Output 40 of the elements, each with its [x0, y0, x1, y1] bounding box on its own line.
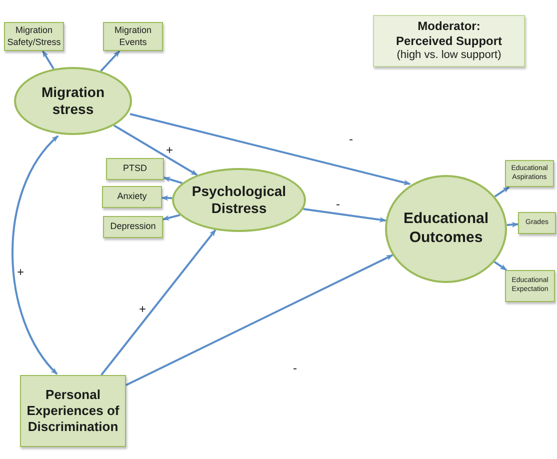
indicator-box — [505, 270, 555, 302]
arrow — [42, 50, 54, 70]
arrow — [303, 208, 386, 222]
node-title: Depression — [109, 221, 157, 233]
node-title: Psychological Distress — [190, 182, 288, 218]
arrow — [494, 186, 510, 198]
edge-label: + — [16, 266, 26, 278]
edge-label: + — [165, 144, 174, 156]
arrow — [12, 135, 59, 375]
arrow — [130, 113, 411, 186]
indicator-box — [102, 186, 162, 208]
node-title: Migration stress — [40, 84, 106, 118]
construct-box — [20, 375, 126, 447]
arrow — [100, 229, 216, 376]
edge-label: - — [292, 362, 298, 374]
arrow — [126, 254, 394, 386]
node-subtitle: (high vs. low support) — [396, 49, 502, 63]
indicator-box — [103, 22, 163, 51]
arrow — [494, 261, 507, 271]
edge-label: - — [335, 198, 341, 210]
node-title: Personal Experiences of Discrimination — [26, 386, 120, 436]
arrow — [161, 195, 172, 201]
moderator-box — [373, 15, 525, 67]
indicator-box — [505, 160, 554, 187]
indicator-box — [106, 158, 164, 180]
node-title: Migration Events — [113, 25, 152, 48]
arrow — [162, 214, 180, 221]
indicator-box — [518, 212, 556, 234]
edge-label: - — [348, 133, 354, 145]
arrow — [113, 124, 198, 176]
arrow — [100, 50, 120, 72]
arrow — [163, 176, 182, 184]
node-title: Migration Safety/Stress — [6, 25, 62, 48]
node-title: Anxiety — [116, 191, 148, 203]
edge-label: + — [138, 303, 148, 315]
arrow — [506, 222, 519, 228]
indicator-box — [103, 216, 163, 238]
node-title: PTSD — [122, 163, 148, 175]
node-title: Moderator: Perceived Support — [394, 19, 504, 50]
node-title: Educational Outcomes — [402, 210, 490, 248]
